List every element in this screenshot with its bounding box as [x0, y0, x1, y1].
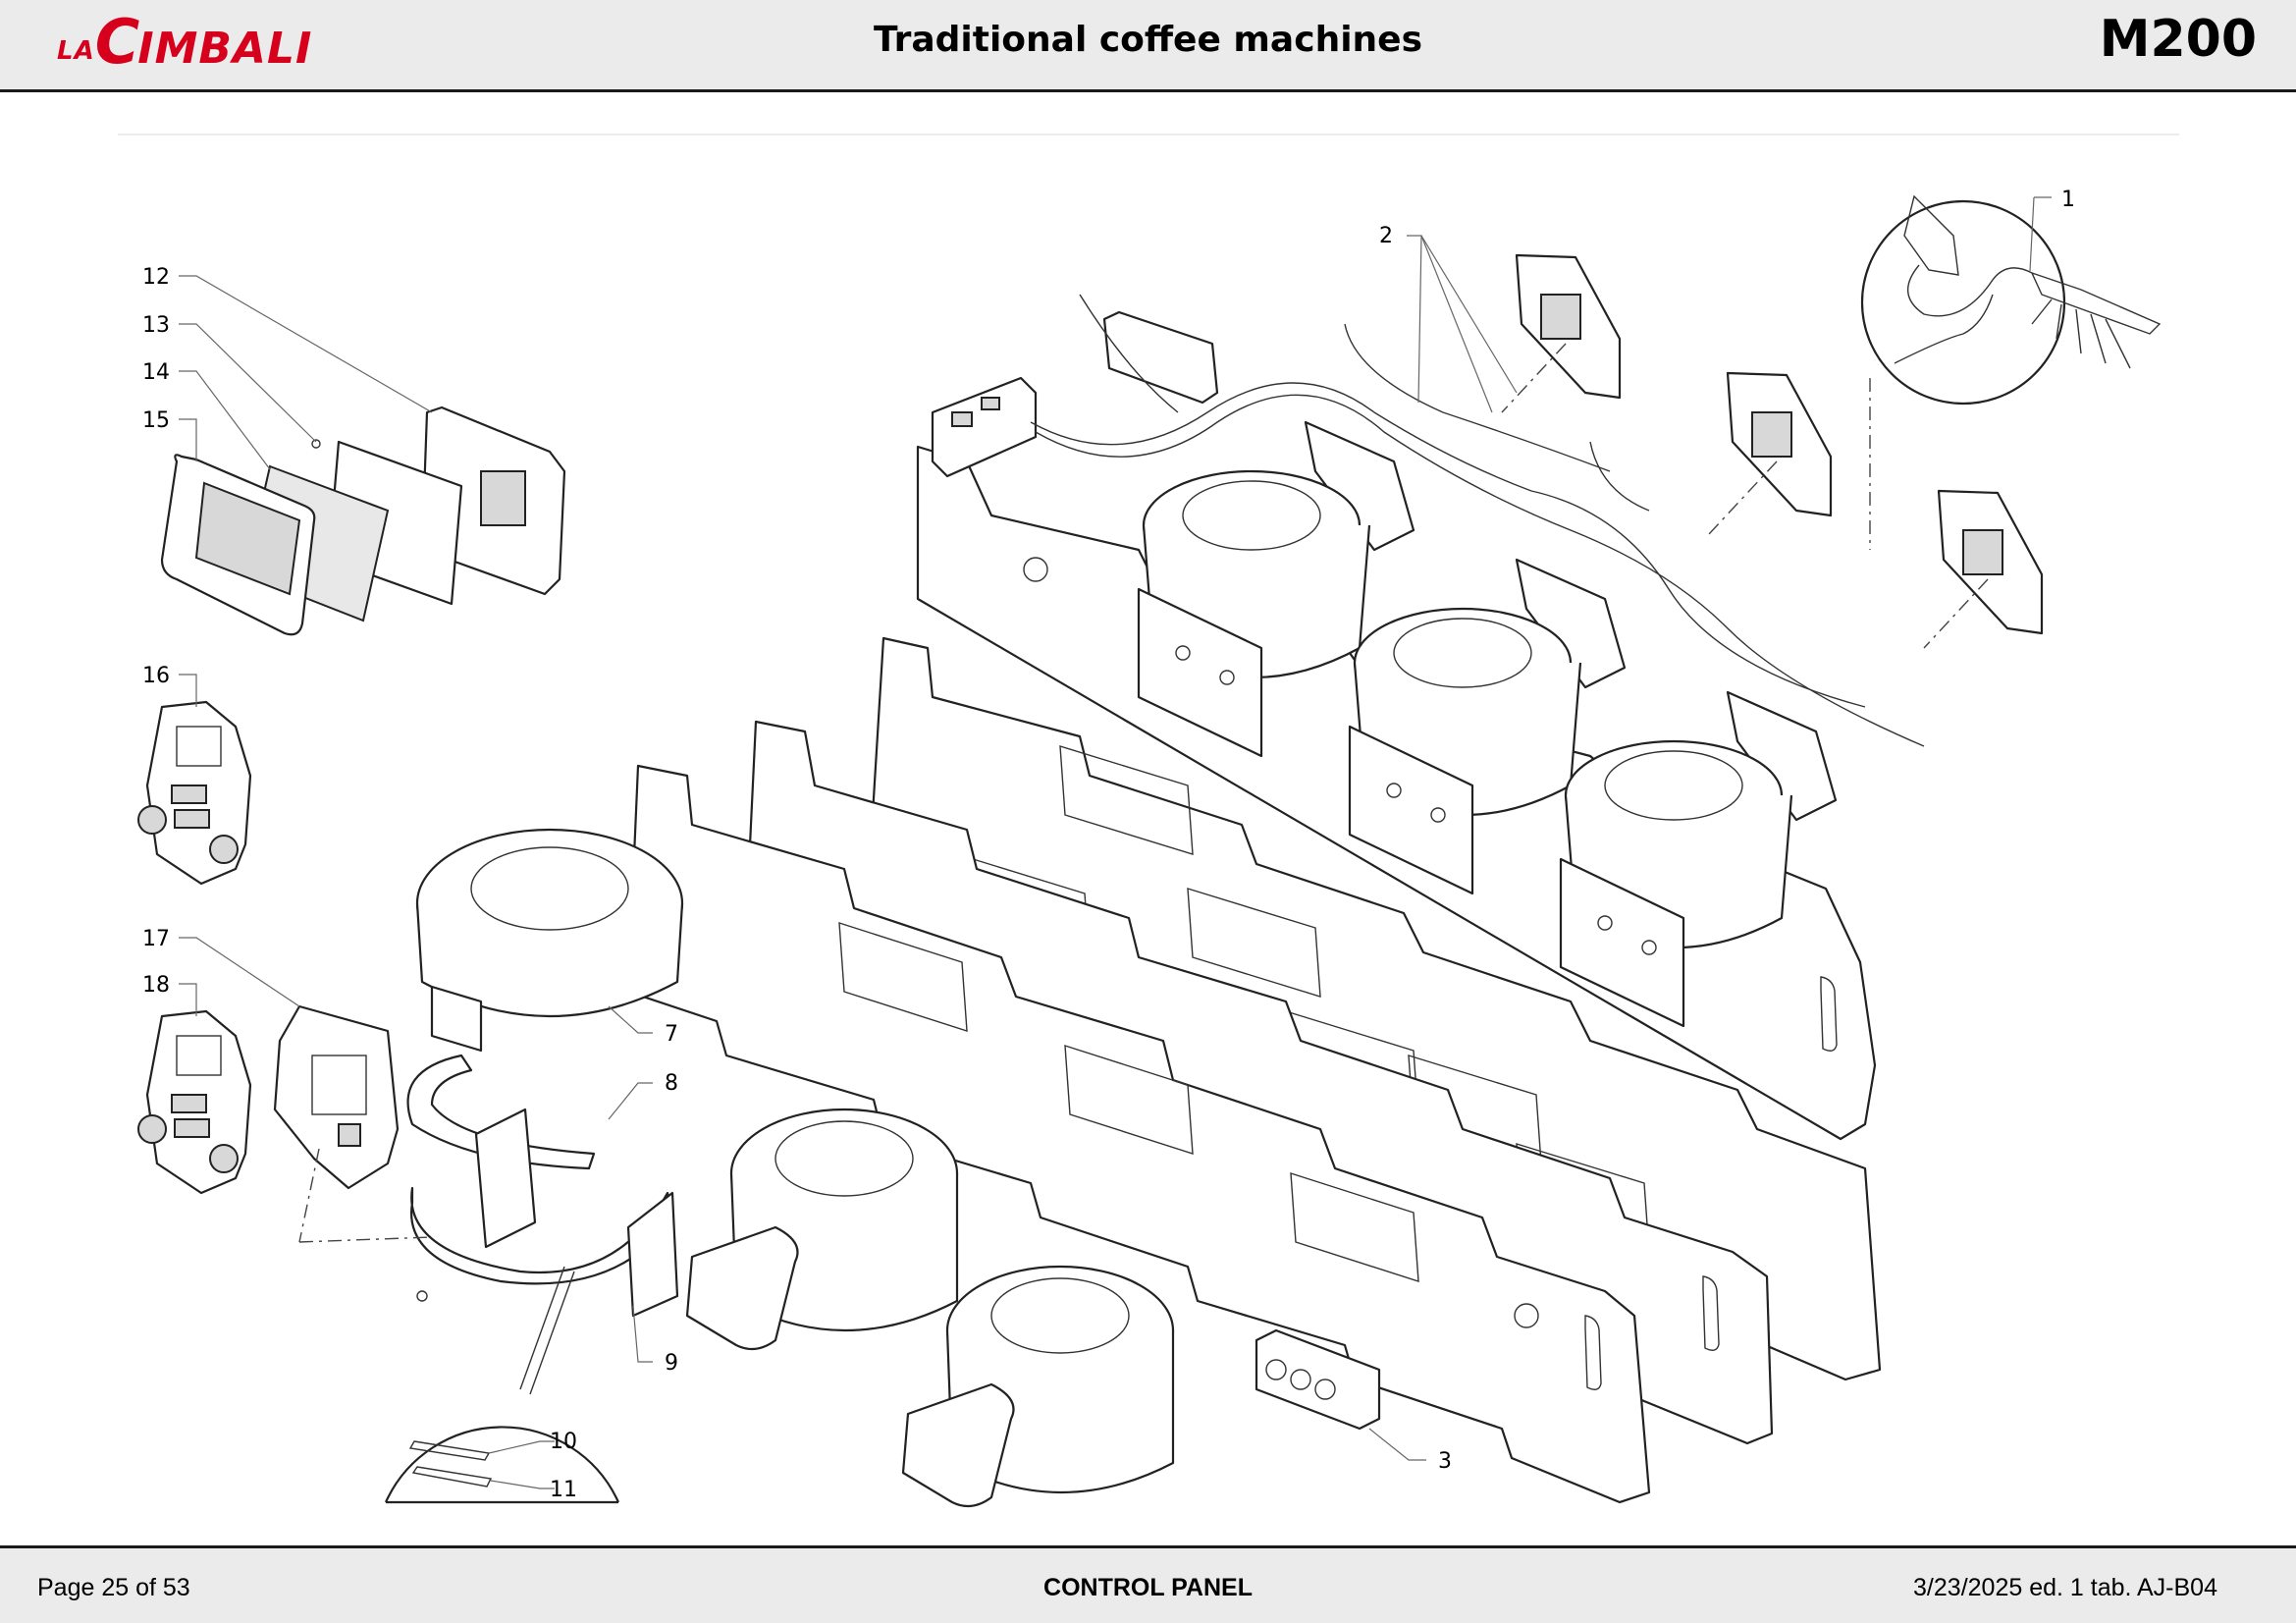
gasket-panel-front	[626, 720, 1774, 1504]
document-title: Traditional coffee machines	[873, 20, 1423, 60]
group-heads-rear	[1137, 420, 1838, 1028]
callout-10: 10	[550, 1430, 577, 1454]
callout-16: 16	[142, 664, 170, 688]
button-bezel-18	[137, 1009, 252, 1195]
model-name: M200	[2099, 10, 2257, 69]
logo-prefix: LA	[57, 36, 95, 66]
keypad-module	[1255, 1328, 1381, 1431]
callout-9: 9	[665, 1351, 678, 1376]
callout-2: 2	[1379, 224, 1393, 248]
callout-12: 12	[142, 265, 170, 290]
logo-c: C	[94, 6, 139, 78]
callout-11: 11	[550, 1478, 577, 1502]
callout-3: 3	[1438, 1449, 1452, 1474]
callout-18: 18	[142, 973, 170, 998]
section-title: CONTROL PANEL	[1043, 1574, 1253, 1601]
leader-lines	[179, 235, 1518, 1489]
page-number: Page 25 of 53	[37, 1574, 190, 1601]
callout-14: 14	[142, 360, 170, 385]
callout-13: 13	[142, 313, 170, 338]
page-footer: Page 25 of 53 CONTROL PANEL 3/23/2025 ed…	[0, 1545, 2296, 1623]
group-heads-front	[685, 1108, 1175, 1508]
callout-labels: 1 2 3 7 8 9 10 11 12 13 14 15 16 17 18	[142, 188, 2075, 1502]
callout-1: 1	[2061, 188, 2075, 212]
group-cover-exploded	[406, 828, 684, 1318]
brand-logo: LACIMBALI	[57, 12, 312, 73]
wiring-harness	[931, 294, 1925, 747]
logo-rest: IMBALI	[137, 24, 313, 74]
callout-17: 17	[142, 927, 170, 951]
exploded-parts-drawing: 1 2 3 7 8 9 10 11 12 13 14 15 16 17 18	[118, 134, 2179, 1508]
detail-circle-clips	[384, 1266, 620, 1504]
callout-7: 7	[665, 1022, 678, 1047]
callout-15: 15	[142, 408, 170, 433]
button-bezel-16	[137, 700, 252, 886]
page-header: LACIMBALI Traditional coffee machines M2…	[0, 0, 2296, 92]
callout-8: 8	[665, 1071, 678, 1096]
edition-info: 3/23/2025 ed. 1 tab. AJ-B04	[1913, 1574, 2217, 1601]
detail-circle-led	[1860, 194, 2162, 406]
display-assembly	[160, 406, 566, 636]
bezel-frame-17	[273, 1004, 433, 1243]
electronic-boards	[1501, 253, 2044, 649]
